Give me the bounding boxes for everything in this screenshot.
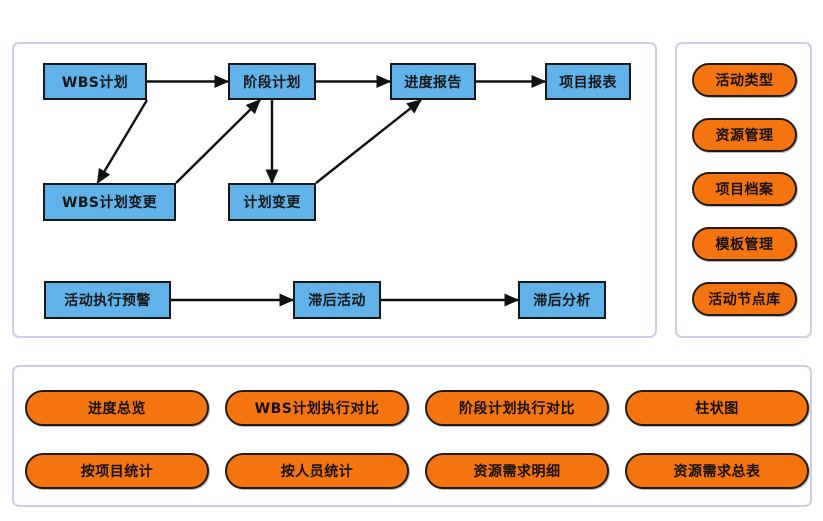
flow-node-progress-report[interactable]: 进度报告 bbox=[390, 63, 476, 100]
side-button-project-archive[interactable]: 项目档案 bbox=[692, 172, 797, 206]
bottom-button-resource-demand-detail[interactable]: 资源需求明细 bbox=[425, 453, 609, 489]
flow-node-stage-plan[interactable]: 阶段计划 bbox=[228, 63, 316, 100]
side-button-activity-node-lib[interactable]: 活动节点库 bbox=[692, 282, 797, 316]
bottom-button-stats-by-project[interactable]: 按项目统计 bbox=[25, 453, 209, 489]
side-button-activity-type[interactable]: 活动类型 bbox=[692, 63, 797, 97]
side-button-resource-mgmt[interactable]: 资源管理 bbox=[692, 118, 797, 152]
bottom-button-progress-overview[interactable]: 进度总览 bbox=[25, 390, 209, 426]
flow-node-lag-analysis[interactable]: 滞后分析 bbox=[518, 281, 606, 319]
flow-node-lag-activity[interactable]: 滞后活动 bbox=[293, 281, 381, 319]
flow-node-wbs-plan-change[interactable]: WBS计划变更 bbox=[43, 183, 176, 221]
bottom-button-stage-plan-exec-compare[interactable]: 阶段计划执行对比 bbox=[425, 390, 609, 426]
bottom-button-wbs-plan-exec-compare[interactable]: WBS计划执行对比 bbox=[225, 390, 409, 426]
flow-node-activity-warning[interactable]: 活动执行预警 bbox=[44, 281, 171, 319]
bottom-button-bar-chart[interactable]: 柱状图 bbox=[625, 390, 809, 426]
flow-node-project-report[interactable]: 项目报表 bbox=[545, 63, 631, 100]
flow-node-wbs-plan[interactable]: WBS计划 bbox=[43, 63, 147, 100]
bottom-button-stats-by-person[interactable]: 按人员统计 bbox=[225, 453, 409, 489]
flow-node-plan-change[interactable]: 计划变更 bbox=[228, 183, 316, 221]
side-button-template-mgmt[interactable]: 模板管理 bbox=[692, 227, 797, 261]
bottom-button-resource-demand-summary[interactable]: 资源需求总表 bbox=[625, 453, 809, 489]
